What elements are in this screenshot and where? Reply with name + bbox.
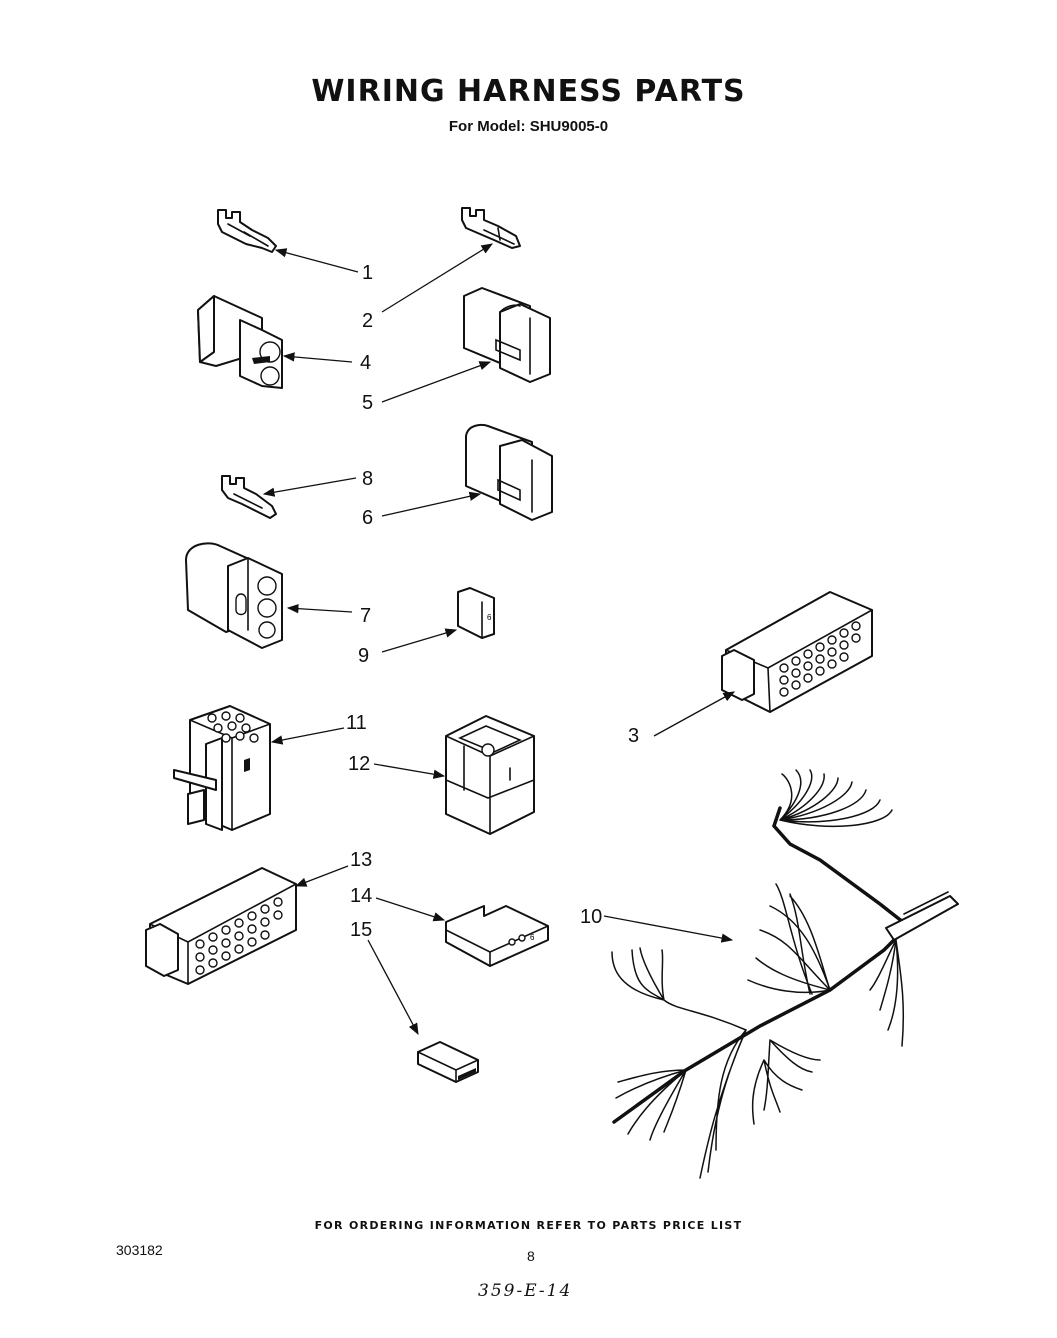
page-title: WIRING HARNESS PARTS (311, 74, 746, 109)
part-9-terminal-block: 6 (457, 587, 495, 639)
part-13-multipin-connector (145, 867, 297, 985)
leader-2 (381, 243, 493, 313)
page-number: 8 (527, 1248, 535, 1264)
leader-3 (653, 691, 736, 737)
leader-10 (603, 915, 734, 943)
callout-14: 14 (350, 885, 372, 907)
callout-8: 8 (362, 468, 373, 490)
callout-15: 15 (350, 919, 372, 941)
part-10-wiring-harness (611, 769, 959, 1179)
callout-2: 2 (362, 310, 373, 332)
part-6-housing (465, 424, 553, 521)
leader-12 (373, 763, 446, 779)
leader-14 (375, 897, 446, 922)
part-13-pin-holes (195, 897, 283, 975)
callout-9: 9 (358, 645, 369, 667)
document-number: 303182 (116, 1242, 163, 1258)
part-3-multipin-connector (721, 591, 873, 713)
leader-13 (294, 865, 349, 887)
leader-6 (381, 491, 482, 517)
callout-13: 13 (350, 849, 372, 871)
part-12-square-housing (445, 715, 535, 835)
part-3-pin-holes (779, 621, 861, 697)
model-subtitle: For Model: SHU9005-0 (448, 118, 609, 135)
ordering-info-note: FOR ORDERING INFORMATION REFER TO PARTS … (314, 1219, 743, 1232)
leader-4 (282, 352, 353, 363)
leader-7 (286, 603, 353, 614)
leader-11 (270, 727, 345, 745)
part-14-pin-label: 6 (530, 933, 535, 942)
part-14-flat-connector: 6 (445, 905, 549, 967)
callout-5: 5 (362, 392, 373, 414)
leader-9 (381, 628, 458, 653)
callout-12: 12 (348, 753, 370, 775)
callout-1: 1 (362, 262, 373, 284)
part-1-terminal-male (217, 209, 277, 253)
callout-6: 6 (362, 507, 373, 529)
handwritten-note: 359-E-14 (478, 1281, 573, 1301)
part-15-small-block (417, 1041, 479, 1083)
part-9-pin-label: 6 (487, 613, 492, 622)
leader-lines (262, 243, 736, 1036)
callout-numbers: 1 2 3 4 5 6 7 8 9 10 11 12 13 14 15 (346, 262, 639, 941)
leader-15 (367, 939, 419, 1036)
part-2-terminal-female (461, 207, 521, 249)
leader-5 (381, 361, 492, 403)
part-8-terminal (221, 475, 277, 519)
part-5-housing (463, 287, 551, 383)
callout-4: 4 (360, 352, 371, 374)
leader-8 (262, 477, 357, 497)
part-7-connector-3way (185, 542, 283, 649)
part-4-connector-2way (197, 295, 283, 389)
part-11-connector-latch (173, 705, 271, 831)
callout-3: 3 (628, 725, 639, 747)
callout-11: 11 (346, 712, 367, 734)
callout-10: 10 (580, 906, 602, 928)
leader-1 (274, 248, 359, 273)
callout-7: 7 (360, 605, 371, 627)
